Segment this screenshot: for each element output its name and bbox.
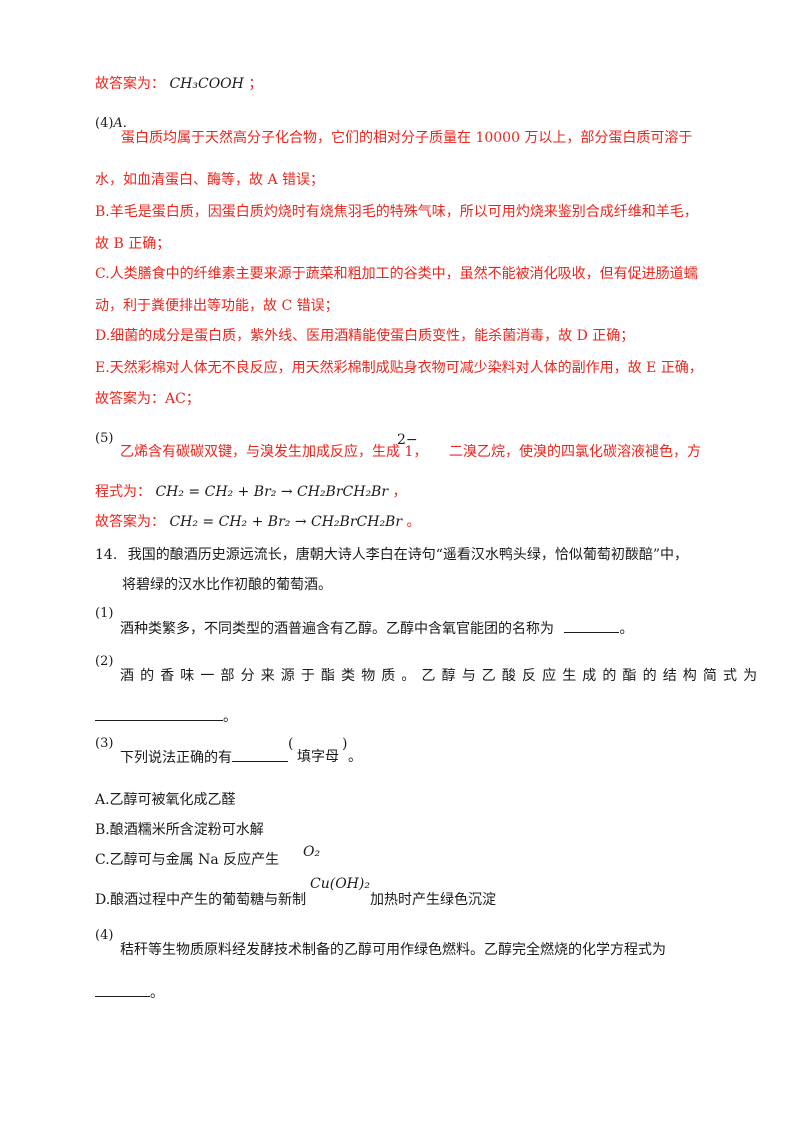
answer-prefix: 故答案为： (95, 76, 165, 92)
q4-answer: 故答案为：AC； (95, 391, 200, 407)
equation-ethylene-bromine: CH₂ = CH₂ + Br₂ → CH₂BrCH₂Br (155, 484, 389, 500)
answer-suffix: 。 (406, 514, 421, 530)
sub3-marker: (3) (95, 736, 114, 751)
paren-open: ( (288, 736, 294, 752)
option-a: A.乙醇可被氧化成乙醛 (95, 792, 236, 808)
sub3-line: 下列说法正确的有 (120, 747, 288, 768)
eq-suffix: ， (392, 484, 407, 500)
q4-b-line1: B.羊毛是蛋白质，因蛋白质灼烧时有烧焦羽毛的特殊气味，所以可用灼烧来鉴别合成纤维… (95, 204, 698, 220)
q4-a-line1: 蛋白质均属于天然高分子化合物，它们的相对分子质量在 10000 万以上，部分蛋白… (121, 130, 693, 146)
sub4-marker: (4) (95, 928, 114, 943)
equation-answer: CH₂ = CH₂ + Br₂ → CH₂BrCH₂Br (169, 514, 403, 530)
answer-prefix: 故答案为： (95, 514, 165, 530)
sub4-line: 秸秆等生物质原料经发酵技术制备的乙醇可用作绿色燃料。乙醇完全燃烧的化学方程式为 (120, 942, 666, 958)
q5-equation-line: 程式为： CH₂ = CH₂ + Br₂ → CH₂BrCH₂Br ， (95, 482, 407, 502)
paren-close: ) (342, 736, 348, 752)
sub3-end: 。 (348, 749, 362, 765)
sub2-marker: (2) (95, 654, 114, 669)
q5-answer-line: 故答案为： CH₂ = CH₂ + Br₂ → CH₂BrCH₂Br 。 (95, 512, 421, 532)
q5-marker: (5) (95, 431, 114, 446)
option-d-tail: 加热时产生绿色沉淀 (370, 892, 496, 908)
sub1-marker: (1) (95, 606, 114, 621)
hint-text: 填字母 (297, 749, 339, 765)
question-number: 14. (95, 547, 118, 563)
answer-blank[interactable] (95, 982, 150, 997)
q5-line1-a: 乙烯含有碳碳双键，与溴发生加成反应，生成 1， (120, 444, 428, 460)
sub2-line: 酒的香味一部分来源于酯类物质。乙醇与乙酸反应生成的酯的结构简式为 (120, 668, 764, 684)
q4-b-line2: 故 B 正确； (95, 236, 171, 252)
q4-c-line1: C.人类膳食中的纤维素主要来源于蔬菜和粗加工的谷类中，虽然不能被消化吸收，但有促… (95, 266, 698, 282)
q4-d-line: D.细菌的成分是蛋白质，紫外线、医用酒精能使蛋白质变性，能杀菌消毒，故 D 正确… (95, 328, 635, 344)
eq-prefix: 程式为： (95, 484, 151, 500)
q5-line1-b: 二溴乙烷，使溴的四氯化碳溶液褪色，方 (449, 444, 701, 460)
answer-q3: 故答案为： CH₃COOH ； (95, 74, 262, 94)
sub2-blank-line: 。 (95, 706, 237, 727)
q4-a-line2: 水，如血清蛋白、酶等，故 A 错误； (95, 172, 325, 188)
option-c: C.乙醇可与金属 Na 反应产生 (95, 852, 280, 868)
answer-suffix: ； (248, 76, 263, 92)
answer-blank[interactable] (95, 706, 223, 721)
q4-c-line2: 动，利于粪便排出等功能，故 C 错误； (95, 298, 339, 314)
sub4-blank-line: 。 (95, 982, 164, 1003)
q4-marker: (4)A. (95, 116, 127, 131)
formula-copper-hydroxide: Cu(OH)₂ (310, 876, 370, 892)
formula-oxygen: O₂ (303, 844, 321, 860)
option-d: D.酿酒过程中产生的葡萄糖与新制 (95, 892, 307, 908)
answer-blank[interactable] (232, 747, 288, 762)
q4-e-line: E.天然彩棉对人体无不良反应，用天然彩棉制成贴身衣物可减少染料对人体的副作用，故… (95, 360, 703, 376)
answer-blank[interactable] (564, 618, 620, 633)
option-b: B.酿酒糯米所含淀粉可水解 (95, 822, 264, 838)
q14-stem-line1: 14. 我国的酿酒历史源远流长，唐朝大诗人李白在诗句“遥看汉水鸭头绿，恰似葡萄初… (95, 547, 689, 563)
q5-superscript: 2− (397, 432, 418, 448)
sub1-line: 酒种类繁多，不同类型的酒普遍含有乙醇。乙醇中含氧官能团的名称为 。 (120, 618, 633, 639)
formula-acetic-acid: CH₃COOH (169, 76, 244, 92)
q14-stem-line2: 将碧绿的汉水比作初酿的葡萄酒。 (122, 577, 332, 593)
